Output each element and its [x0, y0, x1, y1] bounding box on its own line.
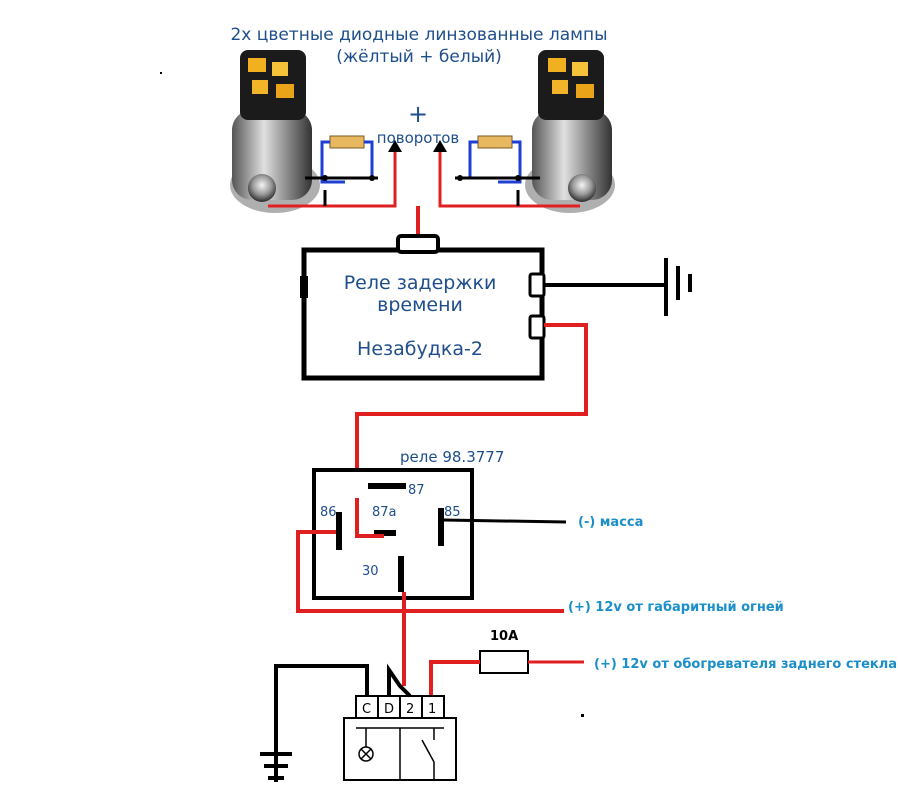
relay-pin-30: 30: [362, 564, 379, 579]
stray-dot-bottom: [581, 714, 584, 717]
right-plus-arrow: [433, 140, 447, 152]
fuse-10a: [479, 650, 529, 674]
switch-block: [343, 695, 457, 781]
switch-pin-d: D: [384, 702, 394, 717]
relay-pin-85: 85: [444, 505, 461, 520]
delay-relay-line2: времени: [377, 294, 463, 316]
relay-title: реле 98.3777: [400, 448, 504, 466]
left-lamp-wiring: [268, 140, 397, 208]
switch-ground-wire: [274, 664, 369, 782]
right-resistor: [477, 135, 513, 149]
turn-signals-label: поворотов: [377, 129, 459, 147]
left-resistor: [329, 135, 365, 149]
stray-dot-top: [160, 72, 162, 74]
lamps-title: 2x цветные диодные линзованные лампы: [230, 25, 607, 45]
switch-ground-symbol: [260, 752, 292, 780]
lamps-subtitle: (жёлтый + белый): [336, 47, 502, 67]
pin-86-wire: [296, 530, 564, 613]
rear-defroster-label: (+) 12v от обогревателя заднего стекла: [594, 657, 897, 672]
right-lamp-wiring: [438, 140, 580, 208]
switch-pin-1: 1: [428, 702, 436, 717]
relay-98-box: [312, 468, 474, 600]
delay-relay-line1: Реле задержки: [344, 272, 497, 294]
relay-pin-87a: 87a: [372, 505, 397, 520]
defroster-wire: [429, 660, 480, 696]
pin-85-ground-wire: [443, 518, 567, 524]
delay-to-relay-wire: [355, 323, 588, 498]
left-lamp-image: [230, 50, 320, 213]
switch-pin-2: 2: [406, 702, 414, 717]
delay-relay-ground: [544, 258, 692, 316]
left-plus-arrow: [388, 140, 402, 152]
right-lamp-image: [525, 50, 615, 213]
delay-relay-box: [300, 234, 546, 381]
relay-pin-87: 87: [408, 483, 425, 498]
delay-relay-line3: Незабудка-2: [357, 338, 483, 360]
ground-label: (-) масса: [578, 515, 643, 530]
switch-pin-c: C: [362, 702, 371, 717]
pin-87a-link: [355, 498, 384, 538]
relay-pin-86: 86: [320, 505, 337, 520]
turn-plus-sign: +: [408, 100, 428, 128]
switch-d-link: [387, 663, 412, 698]
parking-lights-label: (+) 12v от габаритный огней: [568, 600, 784, 615]
fuse-label: 10A: [490, 629, 518, 644]
